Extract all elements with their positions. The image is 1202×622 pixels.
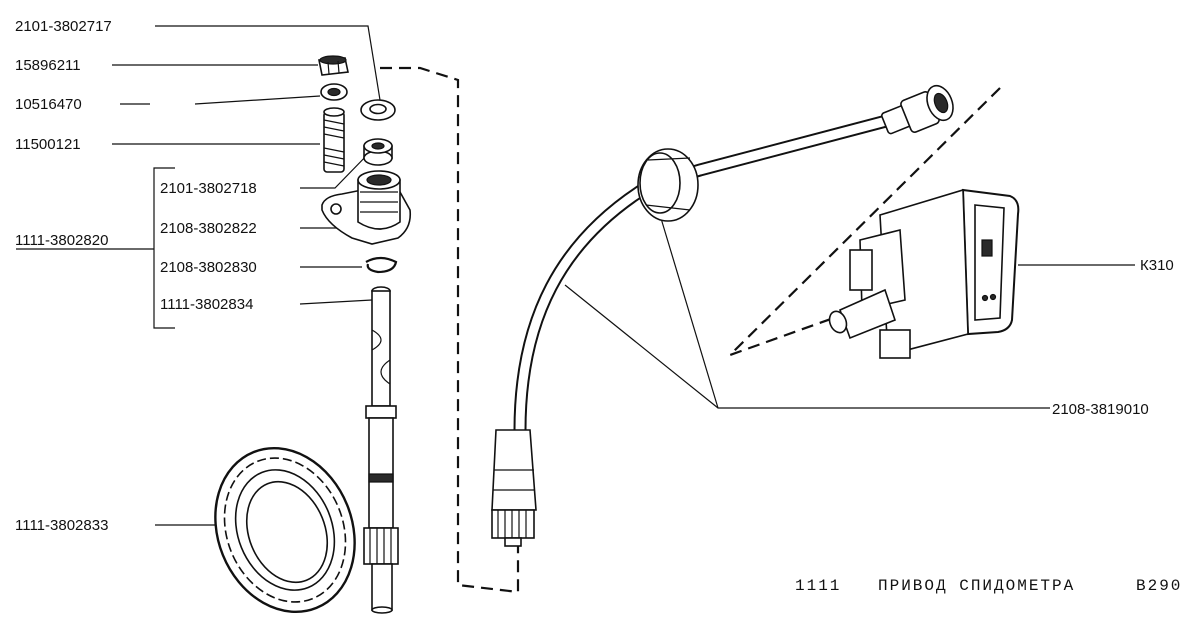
part-cable-2108-3819010 [491, 84, 954, 547]
part-sensor-k310 [828, 188, 1020, 359]
label-2108-3802822: 2108-3802822 [160, 220, 257, 237]
label-15896211: 15896211 [15, 57, 81, 74]
caption-model: 1111 [795, 577, 841, 595]
label-1111-3802833: 1111-3802833 [15, 517, 108, 534]
part-ring-2101-3802717 [360, 99, 396, 121]
caption-title: ПРИВОД СПИДОМЕТРА [878, 577, 1075, 595]
caption-sheet: B290 [1136, 577, 1182, 595]
part-stud-11500121 [323, 107, 345, 173]
label-k310: К310 [1140, 257, 1174, 274]
label-1111-3802834: 1111-3802834 [160, 296, 253, 313]
part-washer-10516470 [320, 83, 348, 101]
part-shaft-1111-3802834 [363, 286, 399, 614]
part-gear-1111-3802833 [214, 446, 356, 614]
part-labels: 2101-3802717 15896211 10516470 11500121 … [15, 18, 1174, 534]
label-11500121: 11500121 [15, 136, 81, 153]
label-2108-3819010: 2108-3819010 [1052, 401, 1149, 418]
part-seal-2101-3802718 [363, 138, 393, 166]
part-nut-15896211 [318, 55, 349, 76]
label-2101-3802717: 2101-3802717 [15, 18, 112, 35]
assembly-dashed-lines [380, 66, 1001, 594]
leader-lines [16, 25, 1135, 526]
part-housing-2108-3802822 [321, 170, 412, 245]
label-2101-3802718: 2101-3802718 [160, 180, 257, 197]
part-clip-2108-3802830 [365, 256, 398, 274]
label-2108-3802830: 2108-3802830 [160, 259, 257, 276]
diagram-caption: 1111 ПРИВОД СПИДОМЕТРА B290 [795, 577, 1182, 595]
label-10516470: 10516470 [15, 96, 82, 113]
label-1111-3802820: 1111-3802820 [15, 232, 108, 249]
